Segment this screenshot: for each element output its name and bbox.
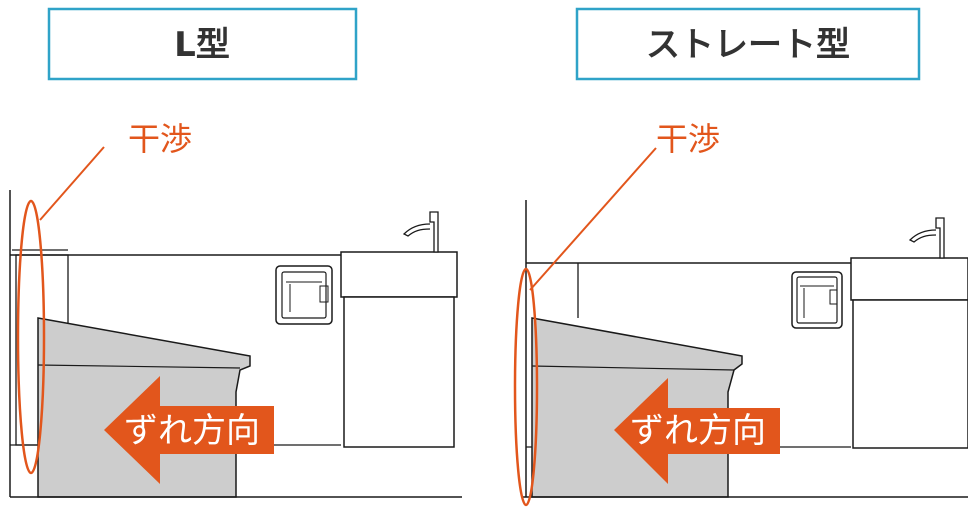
panel-l-type: L型 干渉: [9, 7, 462, 498]
title-box-l: [47, 7, 358, 81]
leader-line-straight: [529, 147, 657, 291]
interference-ellipse-straight: [513, 267, 539, 507]
paper-holder-straight: [791, 271, 843, 329]
interference-label-straight: 干渉: [656, 120, 720, 158]
paper-holder-l: [275, 265, 333, 325]
panel-straight-type: ストレート型 干渉 ずれ方向: [513, 7, 968, 507]
direction-arrow-l: [104, 376, 274, 484]
toilet-straight: [531, 317, 743, 498]
arrow-label-l: ずれ方向: [124, 411, 260, 451]
title-box-straight: [575, 7, 921, 81]
title-straight: ストレート型: [646, 25, 850, 65]
title-l: L型: [174, 25, 230, 65]
arrow-label-straight: ずれ方向: [630, 411, 766, 451]
direction-arrow-straight: [614, 378, 780, 484]
interference-ellipse-l: [16, 199, 46, 475]
interference-label-l: 干渉: [128, 120, 192, 158]
sink-cabinet-straight: [850, 217, 968, 449]
leader-line-l: [39, 146, 105, 221]
sink-cabinet-l: [340, 211, 458, 448]
